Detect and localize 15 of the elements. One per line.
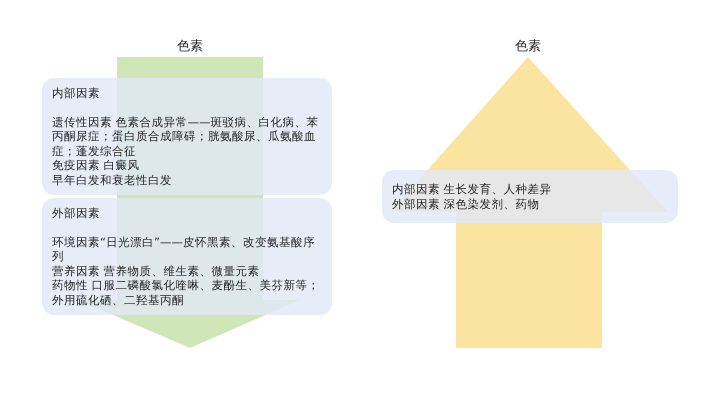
arrow-title: 色素 (176, 38, 204, 55)
band-text: 免疫因素 白癜风 (52, 158, 141, 172)
band-text: 内部因素 生长发育、人种差异 (392, 182, 553, 196)
text-band (382, 170, 678, 223)
band-text: 药物性 口服二磷酸氯化喹啉、麦酚生、美芬新等；外用硫化硒、二羟基丙酮 (52, 278, 321, 307)
band-text: 遗传性因素 色素合成异常——斑驳病、白化病、苯丙酮尿症；蛋白质合成障碍；胱氨酸尿、瓜氨酸血症；蓬发综合征 (52, 114, 320, 158)
band-text: 环境因素“日光漂白”——皮怀黑素、改变氨基酸序列 (52, 234, 316, 264)
band-text: 营养因素 营养物质、维生素、微量元素 (52, 264, 260, 278)
band-text: 早年白发和衰老性白发 (52, 172, 173, 187)
band-heading: 外部因素 (52, 206, 101, 220)
band-heading: 内部因素 (52, 86, 101, 100)
text-band (42, 78, 332, 195)
arrow-title: 色素 (514, 38, 542, 55)
band-text: 外部因素 深色染发剂、药物 (392, 196, 541, 211)
text-band (42, 198, 332, 315)
